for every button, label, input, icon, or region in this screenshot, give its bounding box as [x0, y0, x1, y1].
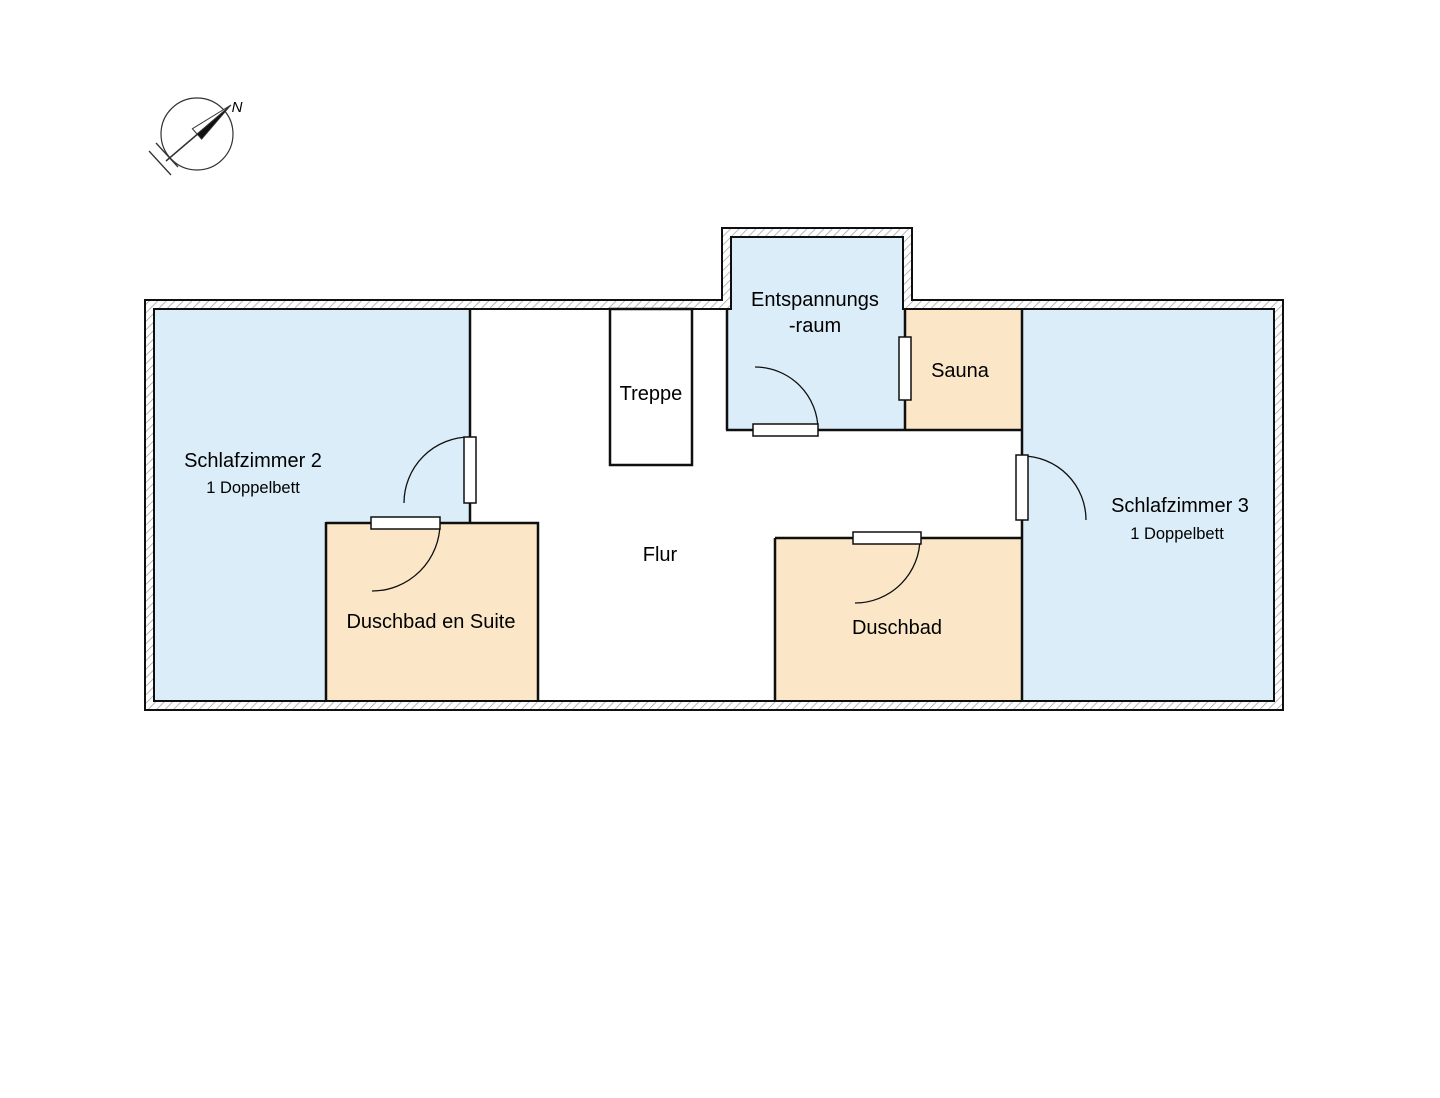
sublabel-schlafzimmer3: 1 Doppelbett — [1130, 525, 1224, 543]
north-arrow-head-light-half — [191, 104, 232, 135]
door-arc-schlafzimmer2 — [403, 436, 471, 504]
label-schlafzimmer3: Schlafzimmer 3 — [1111, 495, 1249, 517]
label-schlafzimmer2: Schlafzimmer 2 — [184, 450, 322, 472]
label-flur: Flur — [643, 544, 678, 566]
label-duschbad: Duschbad — [852, 617, 942, 639]
stairs-treppe-box — [608, 307, 694, 467]
label-duschbad-en-suite: Duschbad en Suite — [346, 611, 515, 633]
compass-needle-tail — [165, 131, 201, 162]
room-duschbad — [775, 538, 1022, 701]
room-sauna — [905, 309, 1022, 430]
label-treppe: Treppe — [620, 383, 683, 405]
door-arc-duschbad — [854, 537, 921, 604]
door-leaf-schlafzimmer3 — [1015, 454, 1029, 521]
door-arc-schlafzimmer3 — [1021, 455, 1087, 521]
door-leaf-sauna — [898, 336, 912, 401]
door-leaf-duschbad — [852, 531, 922, 545]
compass-fletching-line — [148, 150, 172, 176]
door-leaf-schlafzimmer2 — [463, 436, 477, 504]
room-entspannungsraum — [727, 237, 905, 430]
compass-rose: N — [148, 97, 243, 176]
label-entspannungsraum-line2: -raum — [789, 315, 841, 337]
label-sauna: Sauna — [931, 360, 990, 382]
exterior-wall — [144, 227, 1284, 711]
interior-walls — [324, 309, 1024, 701]
sublabel-schlafzimmer2: 1 Doppelbett — [206, 479, 300, 497]
door-arc-duschbad-en-suite — [371, 522, 441, 592]
label-entspannungsraum-line1: Entspannungs — [751, 289, 879, 311]
room-duschbad-en-suite — [326, 523, 538, 701]
door-leaf-entspannungsraum — [752, 423, 819, 437]
compass-fletching-line — [155, 142, 179, 168]
compass-north-label: N — [232, 99, 243, 116]
doors — [370, 336, 1087, 604]
room-schlafzimmer3 — [1022, 309, 1274, 701]
door-leaf-duschbad-en-suite — [370, 516, 441, 530]
door-arc-entspannungsraum — [754, 366, 819, 431]
